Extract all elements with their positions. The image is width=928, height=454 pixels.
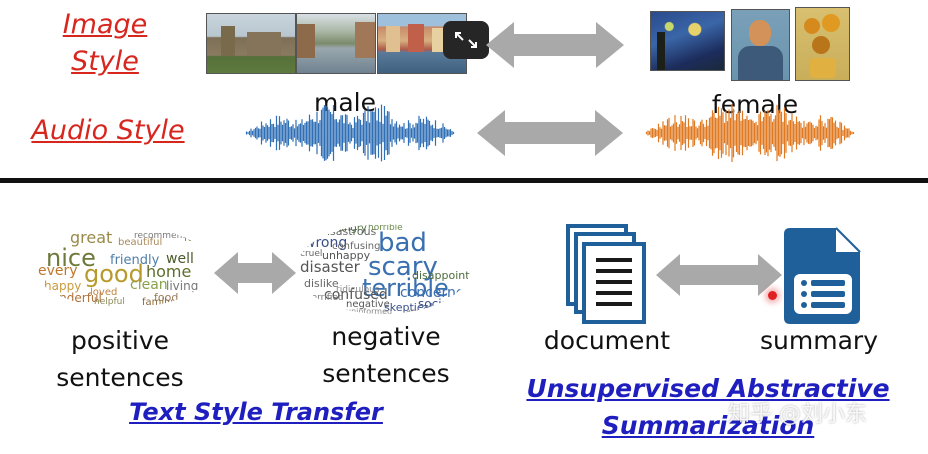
waveform-path — [245, 104, 455, 162]
summary-icon — [784, 227, 861, 324]
pointer-dot — [768, 291, 777, 300]
cloud-word: nice — [46, 244, 96, 272]
cloud-word: horrible — [368, 224, 403, 233]
cloud-word: fun — [184, 233, 201, 244]
cloud-word: disappointed — [412, 269, 470, 282]
expand-button[interactable] — [443, 21, 489, 59]
document-label: document — [543, 326, 671, 355]
cloud-word: living — [166, 279, 199, 293]
cloud-word: skeptical — [384, 301, 433, 314]
cloud-word: beautiful — [118, 237, 163, 248]
section-divider — [0, 178, 928, 183]
cloud-word: dislike — [304, 277, 339, 290]
cloud-word: cruel — [300, 249, 323, 259]
text-style-arrow — [214, 252, 296, 294]
audio-style-label: Audio Style — [31, 115, 185, 146]
summary-label: summary — [760, 326, 878, 355]
image-style-label: Image Style — [52, 6, 158, 80]
negative-sentences-label: negative sentences — [306, 318, 466, 392]
cloud-word: confused — [324, 287, 388, 303]
waveform-path — [645, 104, 855, 162]
expand-icon — [455, 32, 477, 48]
image-style-arrow — [486, 22, 624, 68]
cloud-word: uninformed — [346, 307, 393, 315]
summarization-caption-line1: Unsupervised Abstractive — [526, 374, 890, 403]
cloud-word: wrong — [304, 235, 348, 251]
cloud-word: loved — [90, 287, 118, 298]
cloud-word: negative — [346, 299, 390, 310]
sunflowers-painting — [795, 7, 850, 81]
summarization-caption: Unsupervised Abstractive Summarization — [520, 370, 896, 444]
cloud-word: confusing — [332, 241, 381, 252]
cloud-word: every — [38, 263, 78, 279]
castle-photo — [206, 13, 296, 74]
cloud-word: clean — [130, 277, 168, 293]
negative-line2: sentences — [322, 359, 450, 388]
cloud-word: concerned — [400, 285, 470, 301]
document-icon — [566, 224, 646, 324]
cloud-word: family — [142, 297, 173, 308]
cloud-word: disastrous — [320, 225, 377, 238]
cloud-word: apprehensive — [406, 307, 461, 315]
female-waveform — [645, 104, 855, 162]
starry-night-painting — [650, 11, 725, 71]
cloud-word: food — [154, 291, 179, 304]
cloud-word: angry — [338, 224, 367, 234]
watermark: 知乎 @刘小东 — [728, 402, 867, 427]
canal-photo — [296, 13, 376, 74]
cloud-word: unhappy — [322, 249, 371, 262]
cloud-word: recommend — [134, 231, 188, 241]
audio-style-arrow — [477, 110, 623, 156]
cloud-word: scary — [368, 252, 438, 282]
positive-line2: sentences — [56, 363, 184, 392]
cloud-word: wonderful — [42, 291, 102, 305]
self-portrait-painting — [731, 9, 790, 81]
cloud-word: happy — [44, 279, 82, 293]
cloud-word: helpful — [94, 297, 125, 307]
cloud-word: ridiculous — [336, 285, 380, 295]
text-style-transfer-caption: Text Style Transfer — [129, 398, 383, 426]
cloud-word: disaster — [300, 258, 360, 276]
image-style-label-line1: Image — [62, 9, 148, 40]
negative-line1: negative — [331, 322, 441, 351]
cloud-word: terrified — [308, 293, 344, 303]
cloud-word: bad — [378, 228, 427, 258]
positive-sentences-label: positive sentences — [40, 322, 200, 396]
cloud-word: well — [166, 251, 194, 267]
cloud-word: home — [146, 262, 192, 281]
positive-line1: positive — [70, 326, 170, 355]
cloud-word: socialism — [418, 297, 470, 311]
male-waveform — [245, 104, 455, 162]
summarization-caption-line2: Summarization — [601, 411, 815, 440]
cloud-word: good — [84, 260, 144, 288]
cloud-word: friendly — [110, 253, 160, 268]
cloud-word: terrible — [362, 274, 449, 302]
summarization-arrow — [656, 254, 782, 296]
image-style-label-line2: Style — [71, 46, 139, 77]
cloud-word: great — [70, 228, 113, 247]
